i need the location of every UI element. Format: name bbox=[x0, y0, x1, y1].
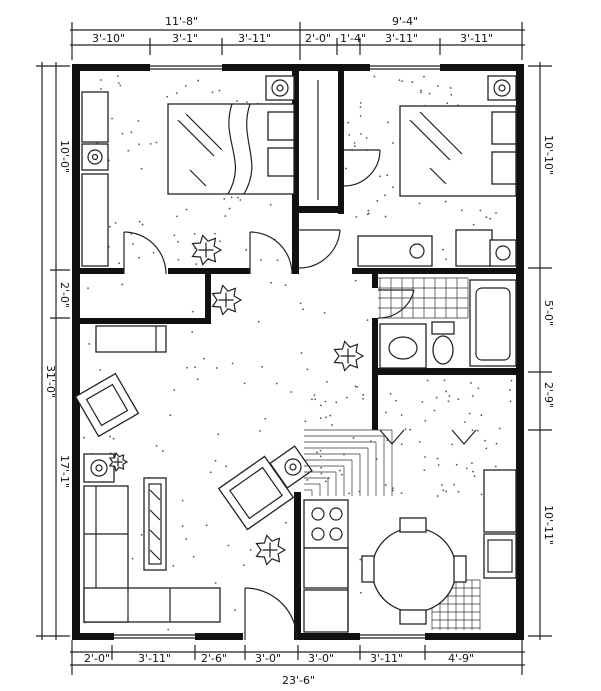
end-table bbox=[83, 453, 115, 483]
left-dimension-lines bbox=[36, 62, 70, 640]
bathtub bbox=[469, 279, 517, 367]
windows bbox=[114, 65, 440, 639]
dim-top-seg-2: 3'-1" bbox=[172, 32, 198, 45]
desk-2 bbox=[357, 229, 517, 267]
bed-1 bbox=[167, 103, 295, 195]
interior-walls bbox=[72, 64, 524, 640]
sectional-sofa bbox=[83, 485, 221, 623]
dim-left-seg-2: 2'-0" bbox=[58, 282, 71, 308]
bed-2 bbox=[399, 105, 517, 197]
kitchen-tile bbox=[304, 429, 481, 630]
dim-bottom-seg-4: 3'-0" bbox=[255, 652, 281, 665]
dim-bottom-seg-5: 3'-0" bbox=[308, 652, 334, 665]
dresser-1 bbox=[81, 91, 109, 267]
dim-left-seg-3: 17'-1" bbox=[58, 455, 71, 488]
bench bbox=[95, 325, 167, 353]
dim-left-seg-1: 10'-0" bbox=[58, 140, 71, 173]
dining-table bbox=[361, 517, 467, 625]
dim-bottom-seg-1: 2'-0" bbox=[84, 652, 110, 665]
dim-top-seg-7: 3'-11" bbox=[460, 32, 493, 45]
dim-top-seg-3: 3'-11" bbox=[238, 32, 271, 45]
vanity-sink bbox=[379, 323, 427, 369]
dim-bottom-seg-3: 2'-6" bbox=[201, 652, 227, 665]
dim-top-seg-4: 2'-0" bbox=[305, 32, 331, 45]
dim-right-seg-1: 10'-10" bbox=[542, 135, 555, 175]
counter bbox=[303, 547, 349, 633]
armchair-1 bbox=[74, 372, 140, 438]
side-table bbox=[269, 445, 313, 489]
dim-left-overall: 31'-0" bbox=[44, 365, 57, 398]
refrigerator-counter bbox=[483, 469, 517, 579]
dim-right-seg-2: 5'-0" bbox=[542, 300, 555, 326]
plants bbox=[108, 234, 365, 566]
dim-right-seg-4: 10'-11" bbox=[542, 505, 555, 545]
dim-top-seg-6: 3'-11" bbox=[385, 32, 418, 45]
dim-top-right-overall: 9'-4" bbox=[392, 15, 418, 28]
dim-top-seg-5: 1'-4" bbox=[340, 32, 366, 45]
dim-top-left-overall: 11'-8" bbox=[165, 15, 198, 28]
stove bbox=[303, 499, 349, 549]
door-swings bbox=[123, 149, 477, 641]
right-dimension-lines bbox=[528, 62, 552, 640]
nightstand-lamp-1 bbox=[265, 75, 295, 101]
dim-bottom-overall: 23'-6" bbox=[282, 674, 315, 687]
toilet bbox=[431, 321, 455, 365]
dim-bottom-seg-6: 3'-11" bbox=[370, 652, 403, 665]
nightstand-lamp-2 bbox=[487, 75, 517, 101]
bottom-dimension-lines bbox=[70, 640, 525, 675]
top-dimension-lines bbox=[70, 22, 525, 60]
coffee-table bbox=[143, 477, 167, 571]
dim-bottom-seg-7: 4'-9" bbox=[448, 652, 474, 665]
bathroom-tile bbox=[378, 277, 469, 319]
dim-bottom-seg-2: 3'-11" bbox=[138, 652, 171, 665]
dim-right-seg-3: 2'-9" bbox=[542, 382, 555, 408]
dim-top-seg-1: 3'-10" bbox=[92, 32, 125, 45]
